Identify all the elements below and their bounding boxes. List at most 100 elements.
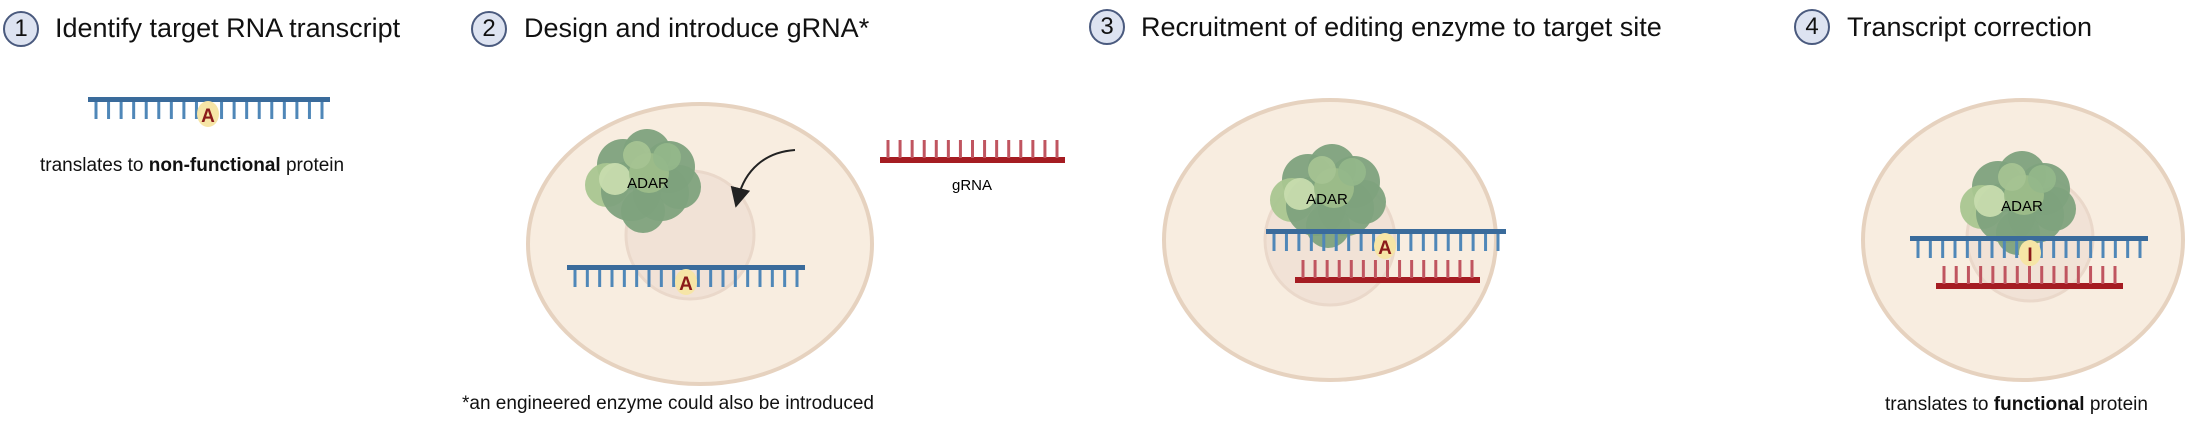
rna-base-tick [1446, 234, 1450, 251]
delivery-arrow-icon [730, 149, 796, 208]
rna-base-tick [696, 270, 700, 287]
rna-base-tick [245, 102, 249, 119]
grna-base-tick [2101, 266, 2105, 284]
target-base-highlight [675, 269, 697, 295]
rna-backbone [88, 97, 330, 102]
adar-enzyme [1270, 144, 1386, 248]
target-base-letter: A [679, 274, 693, 295]
rna-base-tick [585, 270, 589, 287]
grna-base-tick [886, 140, 890, 158]
grna-base-tick [922, 140, 926, 158]
rna-base-tick [770, 270, 774, 287]
grna-base-tick [2015, 266, 2019, 284]
grna-base-tick [1349, 260, 1353, 278]
grna-base-tick [1398, 260, 1402, 278]
rna-base-tick [1309, 234, 1313, 251]
rna-base-tick [1421, 234, 1425, 251]
rna-base-tick [107, 102, 111, 119]
grna-label: gRNA [952, 177, 992, 194]
rna-base-tick [1916, 241, 1920, 258]
rna-base-tick [1334, 234, 1338, 251]
caption-prefix: translates to [1885, 394, 1994, 415]
step-title-4: Transcript correction [1847, 12, 2093, 42]
rna-base-tick [647, 270, 651, 287]
step-1-caption: translates to non-functional protein [40, 155, 344, 177]
grna-base-tick [934, 140, 938, 158]
rna-base-tick [1990, 241, 1994, 258]
grna-base-tick [971, 140, 974, 158]
grna-base-tick [2064, 266, 2068, 284]
rna-base-tick [1484, 234, 1488, 251]
panel-1-transcript: A [88, 97, 330, 127]
grna-base-tick [1325, 260, 1329, 278]
grna-base-tick [1031, 140, 1035, 158]
rna-base-tick [94, 102, 98, 119]
grna-base-tick [1991, 266, 1995, 284]
target-rna-strand: A [1266, 229, 1506, 259]
rna-base-tick [758, 270, 762, 287]
rna-base-tick [1272, 234, 1276, 251]
rna-base-tick [2064, 241, 2068, 258]
grna-base-tick [1301, 260, 1305, 278]
grna-base-tick [2052, 266, 2056, 284]
grna-base-tick [1055, 140, 1059, 158]
caption-suffix: protein [2084, 394, 2148, 415]
rna-base-tick [709, 270, 713, 287]
target-base-highlight [2019, 240, 2041, 266]
rna-base-tick [573, 270, 577, 287]
caption-emphasis: functional [1993, 394, 2085, 415]
rna-base-tick [795, 270, 799, 287]
enzyme-lobe [1338, 158, 1366, 186]
rna-base-tick [1372, 234, 1376, 251]
rna-base-tick [1459, 234, 1463, 251]
rna-base-tick [2113, 241, 2117, 258]
target-rna-strand: I [1910, 236, 2148, 266]
rna-base-tick [2076, 241, 2080, 258]
rna-base-tick [2015, 241, 2019, 258]
rna-base-tick [232, 102, 236, 119]
grna-base-tick [1337, 260, 1341, 278]
step-badge-2: 2 [471, 11, 507, 47]
step-badge-1: 1 [3, 11, 39, 47]
grna-base-tick [995, 140, 999, 158]
rna-base-tick [270, 102, 274, 119]
rna-base-tick [1928, 241, 1932, 258]
grna-base-tick [1422, 260, 1426, 278]
rna-base-tick [1434, 234, 1438, 251]
rna-base-tick [257, 102, 261, 119]
caption-emphasis: non-functional [148, 155, 281, 176]
grna-base-tick [1979, 266, 1983, 284]
grna-base-tick [1373, 260, 1377, 278]
rna-backbone [1266, 229, 1506, 234]
rna-base-tick [610, 270, 614, 287]
grna-base-tick [1954, 266, 1958, 284]
grna-base-tick [2113, 266, 2117, 284]
rna-base-tick [598, 270, 602, 287]
step-title-3: Recruitment of editing enzyme to target … [1141, 12, 1662, 42]
rna-base-tick [194, 102, 198, 119]
grna-base-tick [2003, 266, 2007, 284]
grna-base-tick [1434, 260, 1438, 278]
rna-base-tick [1978, 241, 1982, 258]
enzyme-lobe [623, 141, 651, 169]
rna-base-tick [1965, 241, 1969, 258]
grna-base-tick [1942, 266, 1946, 284]
rna-base-tick [132, 102, 136, 119]
enzyme-lobe [653, 143, 681, 171]
grna-backbone [1295, 277, 1480, 283]
grna-base-tick [1019, 140, 1023, 158]
rna-base-tick [1953, 241, 1957, 258]
grna-base-tick [2089, 266, 2093, 284]
rna-base-tick [1359, 234, 1363, 251]
rna-backbone [567, 265, 805, 270]
rna-base-tick [157, 102, 161, 119]
grna-base-tick [1386, 260, 1389, 278]
grna-backbone [1936, 283, 2123, 289]
grna-backbone [880, 157, 1065, 163]
rna-base-tick [2101, 241, 2105, 258]
rna-base-tick [1409, 234, 1413, 251]
rna-base-tick [1471, 234, 1475, 251]
step-title-2: Design and introduce gRNA* [524, 13, 870, 43]
